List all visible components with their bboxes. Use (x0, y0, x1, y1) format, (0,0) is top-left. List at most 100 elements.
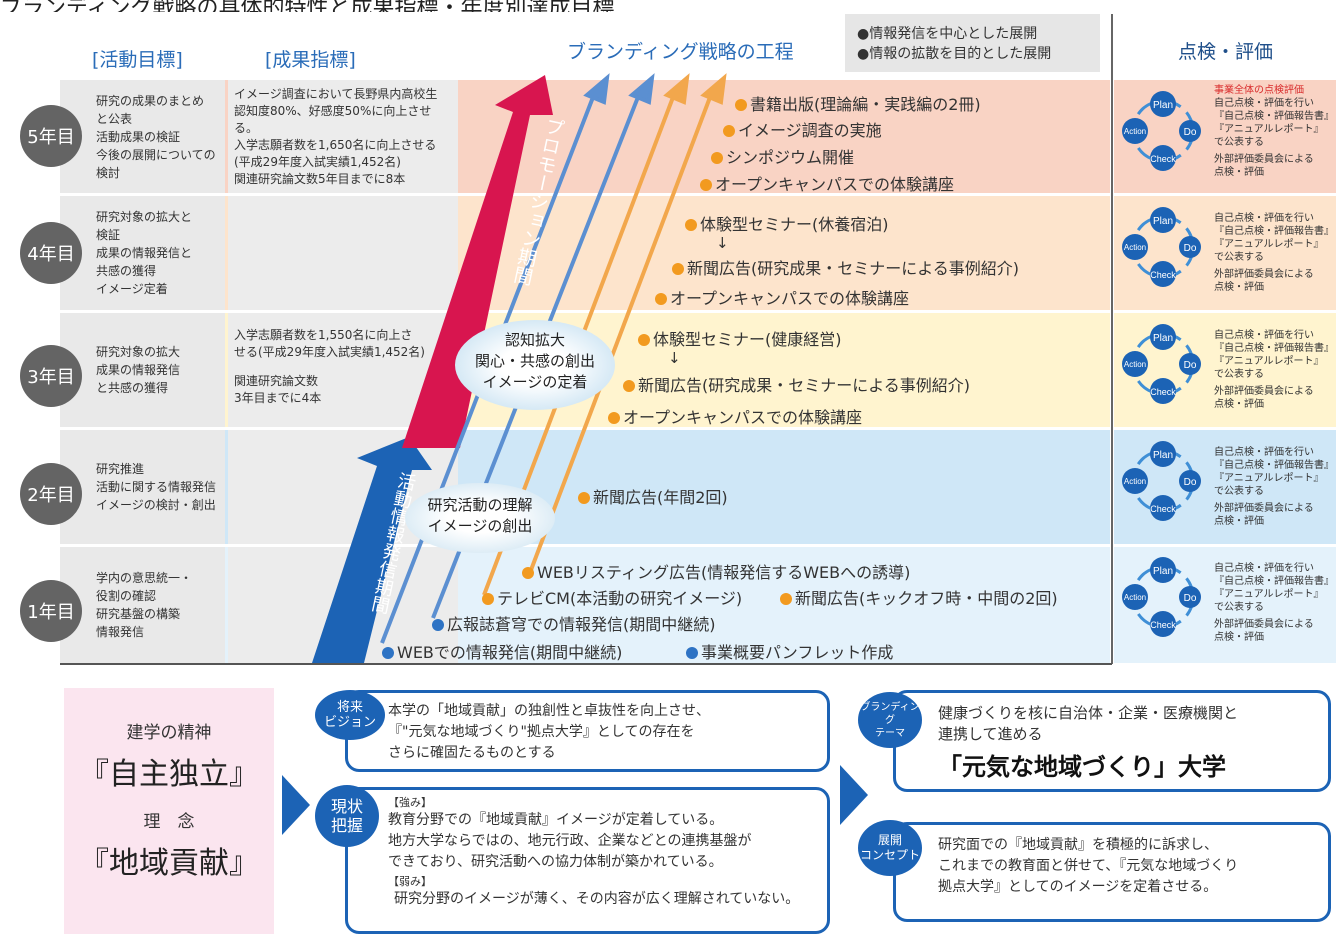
baseline (60, 663, 1112, 665)
pdca-do-label: Do (1184, 360, 1197, 371)
pdca-check-label: Check (1150, 387, 1176, 397)
pdca-plan-node (1150, 557, 1176, 583)
founding-spirit-panel: 建学の精神 『自主独立』 理 念 『地域貢献』 (64, 688, 274, 934)
header-evaluation: 点検・評価 (1178, 41, 1274, 63)
goal-line: 研究対象の拡大 (96, 345, 181, 359)
pdca-action-label: Action (1124, 593, 1146, 602)
eval-line: 『自己点検・評価報告書』 (1214, 460, 1334, 471)
year-badge-3: 3年目 (20, 345, 82, 407)
pdca-check-label: Check (1150, 620, 1176, 630)
eval-line: 『自己点検・評価報告書』 (1214, 226, 1334, 237)
eval-line: 外部評価委員会による (1214, 386, 1314, 397)
pdca-do-node (1179, 470, 1201, 492)
goal-line: イメージ定着 (96, 282, 168, 296)
pdca-do-label: Do (1184, 243, 1197, 254)
eval-text: 事業全体の点検評価自己点検・評価を行い『自己点検・評価報告書』『アニュアルレポー… (1214, 84, 1334, 179)
chevron-right-icon (840, 765, 868, 825)
pdca-plan-label: Plan (1153, 100, 1173, 111)
activity-y4-1: 体験型セミナー(休養宿泊) (685, 211, 889, 235)
eval-line: 自己点検・評価を行い (1214, 98, 1314, 109)
eval-line: 『自己点検・評価報告書』 (1214, 576, 1334, 587)
ellipse-lower: 研究活動の理解 イメージの創出 (405, 483, 555, 553)
eval-line: 外部評価委員会による (1214, 503, 1314, 514)
blue-thin-arrowhead-1 (583, 73, 610, 105)
goal-line: イメージの検討・創出 (96, 498, 216, 512)
activity-y5-3: シンポジウム開催 (711, 144, 854, 168)
eval-line: 『アニュアルレポート』 (1214, 356, 1324, 367)
pdca-plan-label: Plan (1153, 333, 1173, 344)
vision-tag: 将来ビジョン (315, 690, 385, 740)
goal-line: 学内の意思統一・ (96, 571, 193, 585)
eval-line: で公表する (1214, 137, 1264, 148)
goal-line: と公表 (96, 111, 133, 126)
activity-y5-2: イメージ調査の実施 (723, 117, 882, 141)
ellipse-lower-line: 研究活動の理解 (427, 496, 533, 514)
activity-y1-5: WEBでの情報発信(期間中継続) (382, 639, 622, 663)
eval-line: 『アニュアルレポート』 (1214, 589, 1324, 600)
pdca-action-label: Action (1124, 127, 1146, 136)
theme-tag: ブランディングテーマ (858, 692, 922, 748)
status-text: 【強み】 教育分野での『地域貢献』イメージが定着している。 地方大学ならではの、… (348, 790, 827, 910)
theme-main: 「元気な地域づくり」大学 (938, 753, 1226, 781)
eval-line: で公表する (1214, 369, 1264, 380)
activity-y5-1: 書籍出版(理論編・実践編の2冊) (735, 91, 981, 115)
concept-text: 研究面での『地域貢献』を積極的に訴求し、 これまでの教育面と併せて、『元気な地域… (896, 825, 1328, 898)
theme-line: 健康づくりを核に自治体・企業・医療機関と (938, 704, 1239, 722)
vision-line: 本学の「地域貢献」の独創性と卓抜性を向上させ、 (388, 703, 710, 719)
vision-box: 本学の「地域貢献」の独創性と卓抜性を向上させ、 『"元気な地域づくり"拠点大学』… (345, 690, 830, 772)
ellipse-upper-line: イメージの定着 (482, 373, 588, 391)
goal-line: 研究推進 (96, 462, 145, 476)
spirit-value: 『自主独立』 (79, 757, 259, 792)
eval-band-5 (1114, 80, 1336, 193)
ellipse-upper-line: 認知拡大 (504, 331, 565, 349)
pdca-check-node (1150, 378, 1176, 404)
eval-line: 『自己点検・評価報告書』 (1214, 111, 1334, 122)
activity-y4-arrow: ↓ (716, 234, 729, 252)
eval-line: 点検・評価 (1214, 282, 1264, 293)
header-kpi: [成果指標] (265, 49, 356, 71)
spirit-label: 建学の精神 (126, 723, 212, 743)
activity-y1-1: WEBリスティング広告(情報発信するWEBへの誘導) (522, 559, 910, 583)
theme-text: 健康づくりを核に自治体・企業・医療機関と 連携して進める 「元気な地域づくり」大… (896, 693, 1328, 782)
goal-year3: 研究対象の拡大 成果の情報発信 と共感の獲得 (60, 313, 225, 427)
activity-y4-3: オープンキャンパスでの体験講座 (655, 285, 909, 309)
goal-line: 活動成果の検証 (96, 129, 181, 144)
pdca-do-node (1179, 120, 1201, 142)
goal-line: 共感の獲得 (96, 264, 157, 278)
blue-thin-arrowhead-2 (628, 73, 655, 105)
eval-line: 外部評価委員会による (1214, 154, 1314, 165)
goal-line: 研究の成果のまとめ (96, 93, 205, 108)
year-badge-4: 4年目 (20, 222, 82, 284)
pdca-check-node (1150, 611, 1176, 637)
eval-line: 『アニュアルレポート』 (1214, 239, 1324, 250)
strength-line: 教育分野での『地域貢献』イメージが定着している。 (388, 812, 724, 828)
eval-text: 自己点検・評価を行い『自己点検・評価報告書』『アニュアルレポート』で公表する外部… (1214, 562, 1334, 644)
pdca-do-node (1179, 586, 1201, 608)
vision-line: 『"元気な地域づくり"拠点大学』としての存在を (388, 724, 695, 740)
pdca-check-node (1150, 495, 1176, 521)
goal-line: 成果の情報発信と (96, 246, 193, 260)
activity-y1-6: 事業概要パンフレット作成 (686, 639, 893, 663)
goal-year1: 学内の意思統一・ 役割の確認 研究基盤の構築 情報発信 (60, 547, 225, 663)
vision-text: 本学の「地域貢献」の独創性と卓抜性を向上させ、 『"元気な地域づくり"拠点大学』… (348, 693, 827, 764)
pdca-action-node (1122, 234, 1148, 260)
pdca-action-label: Action (1124, 477, 1146, 486)
year-badge-2: 2年目 (20, 463, 82, 525)
kpi-year5: イメージ調査において長野県内高校生 認知度80%、好感度50%に向上させる。 入… (228, 80, 458, 193)
activity-y3-1: 体験型セミナー(健康経営) (638, 326, 842, 350)
activity-y4-2: 新聞広告(研究成果・セミナーによる事例紹介) (672, 255, 1019, 279)
concept-line: 拠点大学』としてのイメージを定着させる。 (938, 879, 1218, 895)
goal-line: 研究対象の拡大と (96, 210, 193, 224)
pdca-action-node (1122, 351, 1148, 377)
activity-y3-3: オープンキャンパスでの体験講座 (608, 404, 862, 428)
eval-line: 『自己点検・評価報告書』 (1214, 343, 1334, 354)
activity-y2-1: 新聞広告(年間2回) (578, 484, 728, 508)
kpi-line: (平成29年度入試実績1,452名) (234, 155, 401, 169)
eval-line: 点検・評価 (1214, 632, 1264, 643)
legend-blue: ●情報発信を中心とした展開 (857, 26, 1038, 42)
pdca-plan-label: Plan (1153, 566, 1173, 577)
kpi-line: イメージ調査において長野県内高校生 (234, 87, 438, 101)
ellipse-upper: 認知拡大 関心・共感の創出 イメージの定着 (455, 320, 615, 410)
